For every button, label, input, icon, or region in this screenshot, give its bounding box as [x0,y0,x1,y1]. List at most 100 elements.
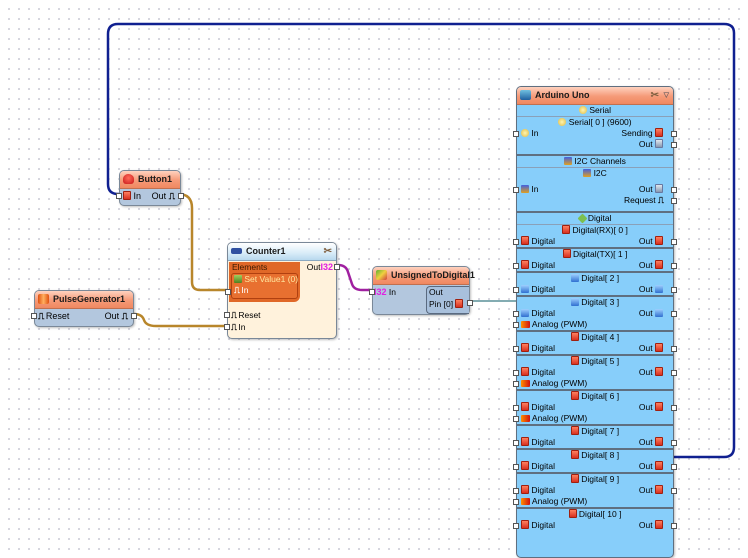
digital-channel-label: Digital[ 3 ] [581,297,620,307]
digital-out-pin[interactable] [671,405,677,411]
unsignedtodigital1-component[interactable]: UnsignedToDigital1 I32 In Out Pin [0] [369,266,475,315]
serial-icon [558,118,567,126]
converter-icon [376,270,387,280]
digital-in-pin[interactable] [513,263,519,269]
pulse-generator-icon [38,294,49,304]
digital-out-pin[interactable] [671,370,677,376]
serial-icon [578,106,587,114]
digital-out-pin[interactable] [671,464,677,470]
digital-icon [521,402,529,411]
digital-out-pin[interactable] [671,263,677,269]
digital-pin-icon [570,332,579,341]
pulse-icon: ⎍ [231,322,237,332]
analog-in-pin[interactable] [513,416,519,422]
serial-out-pin[interactable] [671,142,677,148]
push-button-icon [123,174,134,184]
digital-in-pin[interactable] [513,239,519,245]
digital-in-pin[interactable] [513,488,519,494]
wire-pulse-out-to-counter-in[interactable] [133,312,228,328]
analog-in-pin[interactable] [513,499,519,505]
set-value-icon [234,275,242,283]
arduino-i2c-group: I2C Channels I2C In Out Request ⎍ [513,154,677,206]
digital-in-pin[interactable] [513,311,519,317]
counter1-in-label: In [238,322,246,332]
counter1-elements-panel[interactable]: Elements Set Value1 (0) ⎍ In [225,262,300,302]
digital-icon [521,485,529,494]
digital-in-pin[interactable] [513,370,519,376]
counter1-element-in-label: In [241,285,249,295]
digital-in-label: Digital [531,485,555,495]
serial-channel-label: Serial[ 0 ] (9600) [568,117,632,127]
analog-label: Analog (PWM) [531,496,588,506]
digital-out-pin[interactable] [671,440,677,446]
counter1-setvalue-in-pin[interactable] [225,289,231,295]
unsignedtodigital1-in-pin[interactable] [369,289,375,295]
analog-in-pin[interactable] [513,322,519,328]
analog-in-pin[interactable] [513,381,519,387]
counter1-reset-pin[interactable] [224,312,230,318]
settings-icon[interactable]: ✂ [650,90,659,101]
digital-in-pin[interactable] [513,346,519,352]
i2c-request-pin[interactable] [671,198,677,204]
digital-out-pin[interactable] [671,239,677,245]
digital-channel-label: Digital[ 2 ] [581,273,620,283]
digital-in-label: Digital [531,236,555,246]
digital-channel-label: Digital[ 8 ] [581,450,620,460]
counter1-in-pin[interactable] [224,324,230,330]
digital-in-label: Digital [531,461,555,471]
digital-out-pin[interactable] [671,488,677,494]
digital-icon [655,260,663,269]
unsignedtodigital1-pin0-pin[interactable] [467,300,473,306]
digital-in-pin[interactable] [513,405,519,411]
pulsegenerator1-reset-pin[interactable] [31,313,37,319]
digital-out-pin[interactable] [671,311,677,317]
digital-out-pin[interactable] [671,287,677,293]
pulsegenerator1-out-pin[interactable] [131,313,137,319]
unsignedtodigital1-header[interactable]: UnsignedToDigital1 [373,267,475,285]
counter1-out-pin[interactable] [334,264,340,270]
digital-out-label: Out [638,343,653,353]
digital-pin-icon [570,450,579,459]
i2c-out-pin[interactable] [671,187,677,193]
digital-pin-icon [562,249,571,258]
settings-icon[interactable]: ✂ [323,246,332,257]
serial-sending-pin[interactable] [671,131,677,137]
digital-icon [655,128,663,137]
counter1-header[interactable]: Counter1 ✂ [228,243,336,261]
digital-out-icon [455,299,464,308]
wire-counter-out-to-u2d-in[interactable] [337,263,372,292]
digital-in-pin[interactable] [513,287,519,293]
button1-out-pin[interactable] [178,193,184,199]
digital-in-label: Digital [531,520,555,530]
pulse-icon: ⎍ [234,285,240,295]
counter1-component[interactable]: Counter1 ✂ Elements Set Value1 (0) ⎍ In … [224,242,340,339]
arduino-uno-header[interactable]: Arduino Uno ✂ ▽ [517,87,673,105]
serial-in-pin[interactable] [513,131,519,137]
digital-in-pin[interactable] [513,464,519,470]
pulsegenerator1-component[interactable]: PulseGenerator1 ⎍ Reset Out ⎍ [31,290,137,327]
digital-channel-label: Digital[ 5 ] [581,356,620,366]
pulsegenerator1-header[interactable]: PulseGenerator1 [35,291,133,309]
i2c-in-pin[interactable] [513,187,519,193]
arduino-uno-component[interactable]: Arduino Uno ✂ ▽ Serial Serial[ 0 ] (9600… [513,86,677,558]
pulse-icon: ⎍ [121,311,128,321]
collapse-icon[interactable]: ▽ [663,92,669,99]
button1-in-pin[interactable] [116,193,122,199]
digital-channel-label: Digital(RX)[ 0 ] [572,225,628,235]
digital-out-pin[interactable] [671,523,677,529]
unsignedtodigital1-out-group[interactable]: Out Pin [0] [426,286,469,314]
i2c-out-label: Out [638,184,653,194]
digital-out-pin[interactable] [671,346,677,352]
digital-in-pin[interactable] [513,523,519,529]
unsignedtodigital1-title: UnsignedToDigital1 [391,270,475,280]
digital-in-pin[interactable] [513,440,519,446]
digital-out-label: Out [638,308,653,318]
wire-button-out-to-counter-setvalue[interactable] [177,192,228,292]
button1-header[interactable]: Button1 [120,171,180,189]
button1-component[interactable]: Button1 In Out ⎍ [116,170,184,206]
digital-icon [521,343,529,352]
digital-icon [521,260,529,269]
digital-icon [123,191,131,200]
